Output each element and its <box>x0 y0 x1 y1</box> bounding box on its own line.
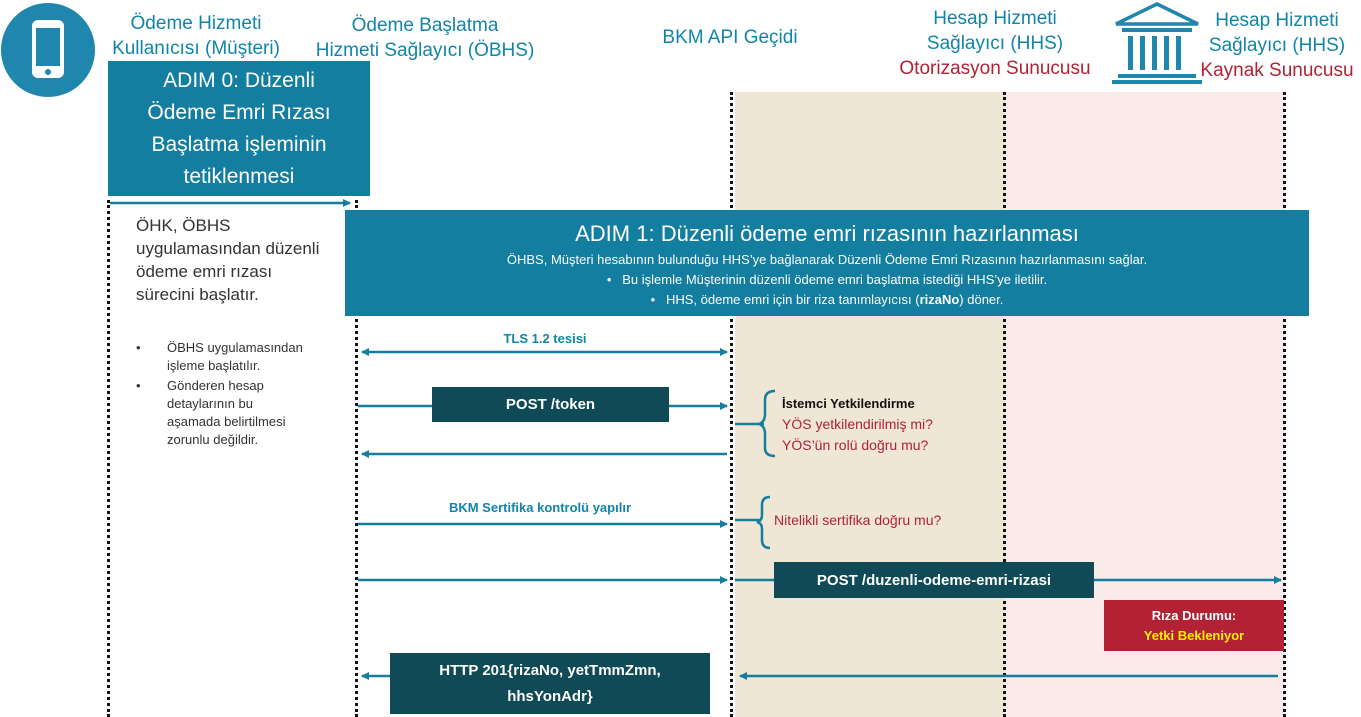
customer-note-1-line1: ÖBHS uygulamasından <box>167 340 303 355</box>
lifeline-hhs-resource <box>1283 92 1286 717</box>
actor-hhs-resource-line2: Sağlayıcı (HHS) <box>1208 35 1346 56</box>
actor-hhs-auth-line2: Sağlayıcı (HHS) <box>926 33 1064 54</box>
customer-note-2: Gönderen hesap detaylarının bu aşamada b… <box>134 377 349 449</box>
consent-status-label: Rıza Durumu: <box>1151 607 1237 623</box>
customer-intro-line1: ÖHK, ÖBHS <box>136 216 231 235</box>
step1-description: ÖHBS, Müşteri hesabının bulunduğu HHS’ye… <box>506 252 1148 267</box>
step1-bullet-2: • HHS, ödeme emri için bir riza tanımlay… <box>650 292 1004 307</box>
post-consent-box: POST /duzenli-odeme-emri-rizasi <box>774 562 1094 598</box>
actor-customer: Ödeme Hizmeti Kullanıcısı (Müşteri) <box>96 11 296 61</box>
actor-hhs-auth: Hesap Hizmeti Sağlayıcı (HHS) Otorizasyo… <box>885 6 1105 81</box>
lifeline-obhs <box>355 200 358 717</box>
step1-box: ADIM 1: Düzenli ödeme emri rızasının haz… <box>345 210 1309 316</box>
lifeline-customer <box>107 200 110 717</box>
customer-intro-line2: uygulamasından düzenli <box>136 239 320 258</box>
customer-note-1: ÖBHS uygulamasından işleme başlatılır. <box>134 339 349 375</box>
bank-icon <box>1108 0 1206 86</box>
actor-bkm-label: BKM API Geçidi <box>662 27 798 48</box>
client-auth-group: İstemci Yetkilendirme YÖS yetkilendirilm… <box>782 393 982 456</box>
actor-bkm: BKM API Geçidi <box>640 25 820 50</box>
brace-client-auth <box>755 389 776 458</box>
actor-customer-line1: Ödeme Hizmeti <box>130 13 262 34</box>
http201-line2: hhsYonAdr} <box>507 687 593 705</box>
step0-line4: tetiklenmesi <box>183 164 295 188</box>
consent-status-value: Yetki Bekleniyor <box>1143 627 1245 643</box>
step0-line1: ADIM 0: Düzenli <box>163 68 315 92</box>
step0-line3: Başlatma işleminin <box>151 132 327 156</box>
client-auth-title: İstemci Yetkilendirme <box>782 396 915 411</box>
customer-note-2-line4: zorunlu değildir. <box>167 432 259 447</box>
step0-line2: Ödeme Emri Rızası <box>147 100 331 124</box>
phone-icon <box>0 2 96 98</box>
lifeline-hhs-auth <box>1003 92 1006 717</box>
cert-question: Nitelikli sertifika doğru mu? <box>774 512 942 528</box>
actor-hhs-auth-role: Otorizasyon Sunucusu <box>899 58 1091 79</box>
lifeline-bkm <box>730 92 733 717</box>
step0-box: ADIM 0: Düzenli Ödeme Emri Rızası Başlat… <box>108 61 370 196</box>
customer-intro-line3: ödeme emri rızası <box>136 262 273 281</box>
customer-note-2-line3: aşamada belirtilmesi <box>167 414 286 429</box>
http201-line1: HTTP 201{rizaNo, yetTmmZmn, <box>439 661 661 679</box>
step1-bullet-2-post: ) döner. <box>959 292 1004 307</box>
client-auth-question-1: YÖS yetkilendirilmiş mi? <box>782 416 933 432</box>
step1-title: ADIM 1: Düzenli ödeme emri rızasının haz… <box>575 221 1079 246</box>
customer-intro-line4: sürecini başlatır. <box>136 285 259 304</box>
actor-obhs: Ödeme Başlatma Hizmeti Sağlayıcı (ÖBHS) <box>305 13 545 63</box>
step1-bullet-1-text: Bu işlemle Müşterinin düzenli ödeme emri… <box>622 272 1048 287</box>
tls-label: TLS 1.2 tesisi <box>503 331 587 346</box>
consent-status-box: Rıza Durumu: Yetki Bekleniyor <box>1104 600 1284 651</box>
actor-obhs-line1: Ödeme Başlatma <box>351 15 499 36</box>
brace-cert <box>756 495 771 550</box>
customer-note-2-line1: Gönderen hesap <box>167 378 264 393</box>
authorization-server-zone <box>735 92 1005 717</box>
post-token-label: POST /token <box>505 396 596 413</box>
actor-hhs-resource: Hesap Hizmeti Sağlayıcı (HHS) Kaynak Sun… <box>1192 8 1361 83</box>
actor-hhs-resource-line1: Hesap Hizmeti <box>1215 10 1339 31</box>
cert-check-label: BKM Sertifika kontrolü yapılır <box>448 500 632 515</box>
customer-intro-text: ÖHK, ÖBHS uygulamasından düzenli ödeme e… <box>136 214 351 306</box>
actor-hhs-auth-line1: Hesap Hizmeti <box>933 8 1057 29</box>
actor-obhs-line2: Hizmeti Sağlayıcı (ÖBHS) <box>315 40 535 61</box>
actor-hhs-resource-role: Kaynak Sunucusu <box>1200 60 1354 81</box>
customer-notes: ÖBHS uygulamasından işleme başlatılır. G… <box>134 339 349 449</box>
actor-customer-line2: Kullanıcısı (Müşteri) <box>112 38 280 59</box>
http201-box: HTTP 201{rizaNo, yetTmmZmn, hhsYonAdr} <box>390 653 710 714</box>
step1-bullet-2-bold: rizaNo <box>919 292 960 307</box>
customer-note-2-line2: detaylarının bu <box>167 396 254 411</box>
client-auth-question-2: YÖS’ün rolü doğru mu? <box>782 437 929 453</box>
post-consent-label: POST /duzenli-odeme-emri-rizasi <box>816 571 1052 589</box>
customer-note-1-line2: işleme başlatılır. <box>167 358 261 373</box>
post-token-box: POST /token <box>432 387 669 422</box>
step1-bullet-1: • Bu işlemle Müşterinin düzenli ödeme em… <box>606 272 1048 287</box>
step1-bullet-2-pre: HHS, ödeme emri için bir riza tanımlayıc… <box>665 292 920 307</box>
